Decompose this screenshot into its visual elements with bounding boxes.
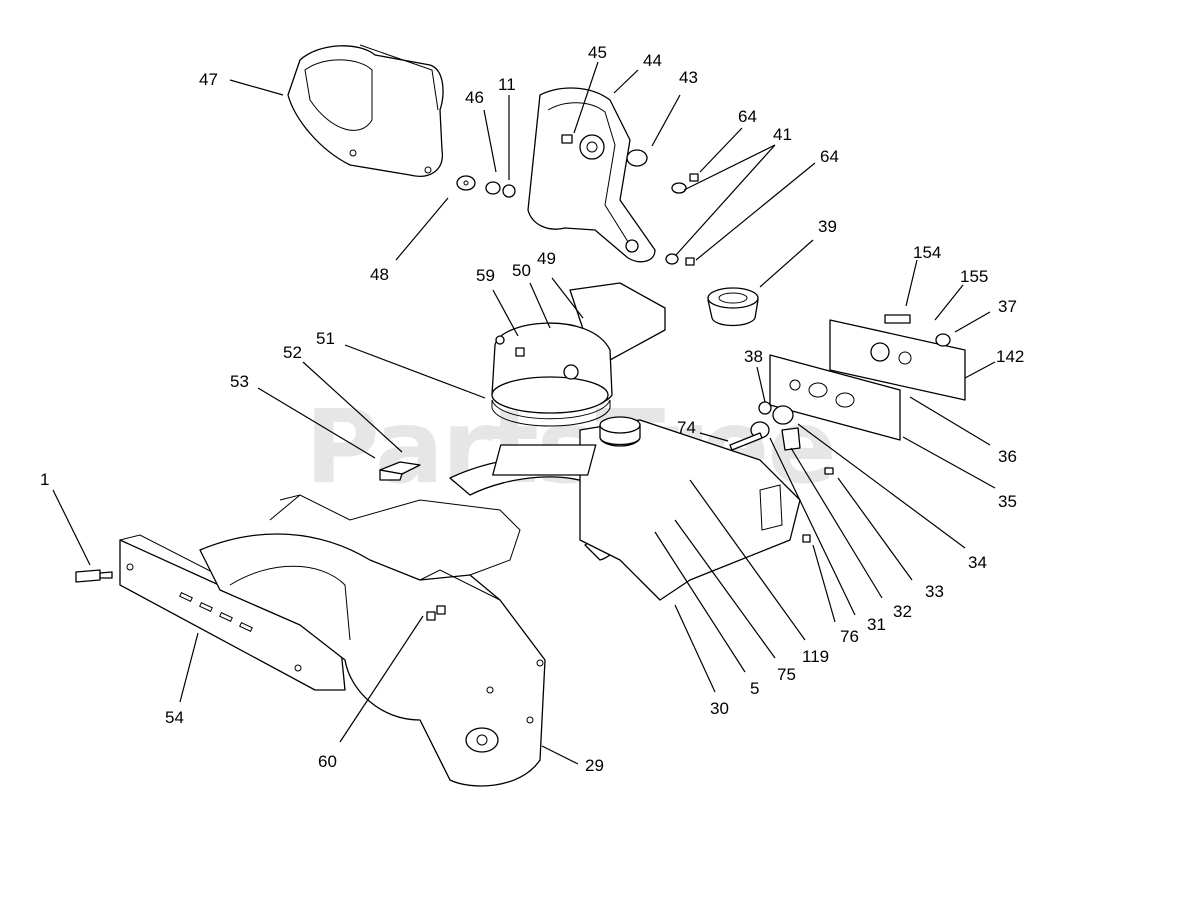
chute-base-assembly bbox=[491, 282, 666, 427]
callout-label: 34 bbox=[968, 553, 987, 572]
callout-label: 154 bbox=[913, 243, 941, 262]
part-44-chute-bracket bbox=[527, 87, 656, 263]
callout-label: 74 bbox=[677, 418, 696, 437]
callout-label: 155 bbox=[960, 267, 988, 286]
callout-label: 45 bbox=[588, 43, 607, 62]
callout-label: 5 bbox=[750, 679, 759, 698]
callout-label: 64 bbox=[820, 147, 839, 166]
callout-label: 46 bbox=[465, 88, 484, 107]
callout-label: 59 bbox=[476, 266, 495, 285]
callout-label: 52 bbox=[283, 343, 302, 362]
callout-label: 54 bbox=[165, 708, 184, 727]
callout-label: 51 bbox=[316, 329, 335, 348]
callout-label: 36 bbox=[998, 447, 1017, 466]
callout-label: 43 bbox=[679, 68, 698, 87]
callout-label: 76 bbox=[840, 627, 859, 646]
hardware-cluster bbox=[729, 333, 951, 543]
callout-label: 32 bbox=[893, 602, 912, 621]
callout-label: 49 bbox=[537, 249, 556, 268]
part-39-cap bbox=[707, 287, 759, 327]
callout-label: 60 bbox=[318, 752, 337, 771]
callout-label: 75 bbox=[777, 665, 796, 684]
callout-label: 1 bbox=[40, 470, 49, 489]
leader-lines bbox=[52, 61, 996, 765]
callout-label: 41 bbox=[773, 125, 792, 144]
callout-label: 119 bbox=[802, 647, 829, 666]
callout-label: 47 bbox=[199, 70, 218, 89]
nuts-right bbox=[665, 173, 699, 266]
callout-label: 39 bbox=[818, 217, 837, 236]
control-panels bbox=[769, 314, 966, 441]
callout-label: 38 bbox=[744, 347, 763, 366]
callout-label: 30 bbox=[710, 699, 729, 718]
part-29-auger-housing bbox=[199, 494, 546, 787]
callout-label: 31 bbox=[867, 615, 886, 634]
part-1-bolt bbox=[75, 569, 113, 583]
part-47-deflector bbox=[287, 44, 444, 177]
part-30-frame-plate bbox=[492, 416, 801, 601]
callout-label: 48 bbox=[370, 265, 389, 284]
callout-numbers: 47 45 44 46 11 43 64 41 64 48 39 59 50 4… bbox=[40, 43, 1024, 775]
callout-label: 33 bbox=[925, 582, 944, 601]
parts-52-53 bbox=[379, 461, 421, 481]
callout-label: 64 bbox=[738, 107, 757, 126]
callout-label: 29 bbox=[585, 756, 604, 775]
callout-label: 142 bbox=[996, 347, 1024, 366]
callout-label: 37 bbox=[998, 297, 1017, 316]
washers-left bbox=[456, 175, 516, 198]
callout-label: 53 bbox=[230, 372, 249, 391]
part-43-washer bbox=[626, 149, 648, 167]
callout-label: 44 bbox=[643, 51, 662, 70]
callout-label: 35 bbox=[998, 492, 1017, 511]
callout-label: 11 bbox=[498, 75, 516, 94]
callout-label: 50 bbox=[512, 261, 531, 280]
